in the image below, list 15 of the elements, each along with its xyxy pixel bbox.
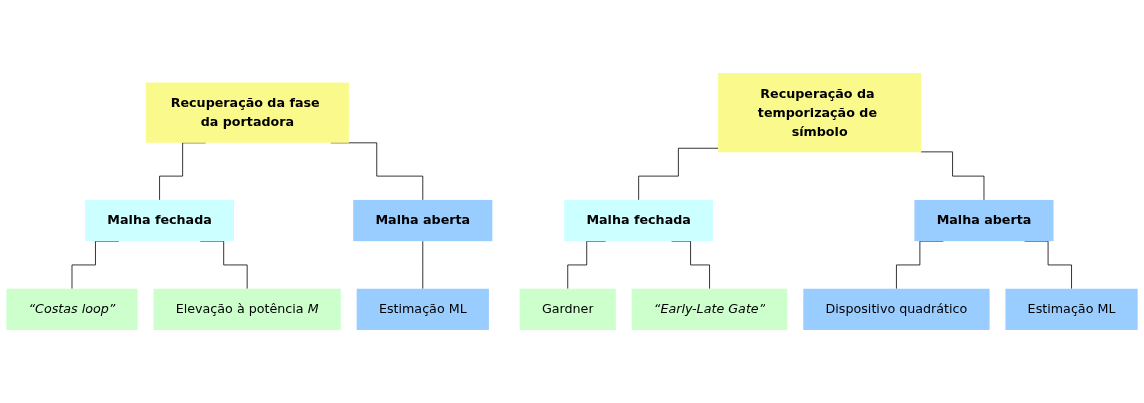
node-box: Malha aberta — [914, 199, 1054, 242]
node-box: Malha aberta — [353, 199, 493, 242]
node-box: Recuperação da fase da portadora — [145, 82, 349, 143]
node-box: “Costas loop” — [6, 288, 138, 330]
node-box: Gardner — [519, 288, 616, 330]
node-box: Recuperação da temporização de símbolo — [718, 73, 922, 153]
node-box: Estimação ML — [356, 288, 489, 330]
node-box: Malha fechada — [85, 199, 234, 242]
node-box: Malha fechada — [564, 199, 714, 242]
connector — [638, 147, 719, 201]
node-box: “Early-Late Gate” — [631, 288, 788, 330]
node-box: Elevação à potência M — [153, 288, 341, 330]
node-box: Estimação ML — [1005, 288, 1138, 330]
connector — [920, 151, 985, 201]
node-box: Dispositivo quadrático — [803, 288, 990, 330]
